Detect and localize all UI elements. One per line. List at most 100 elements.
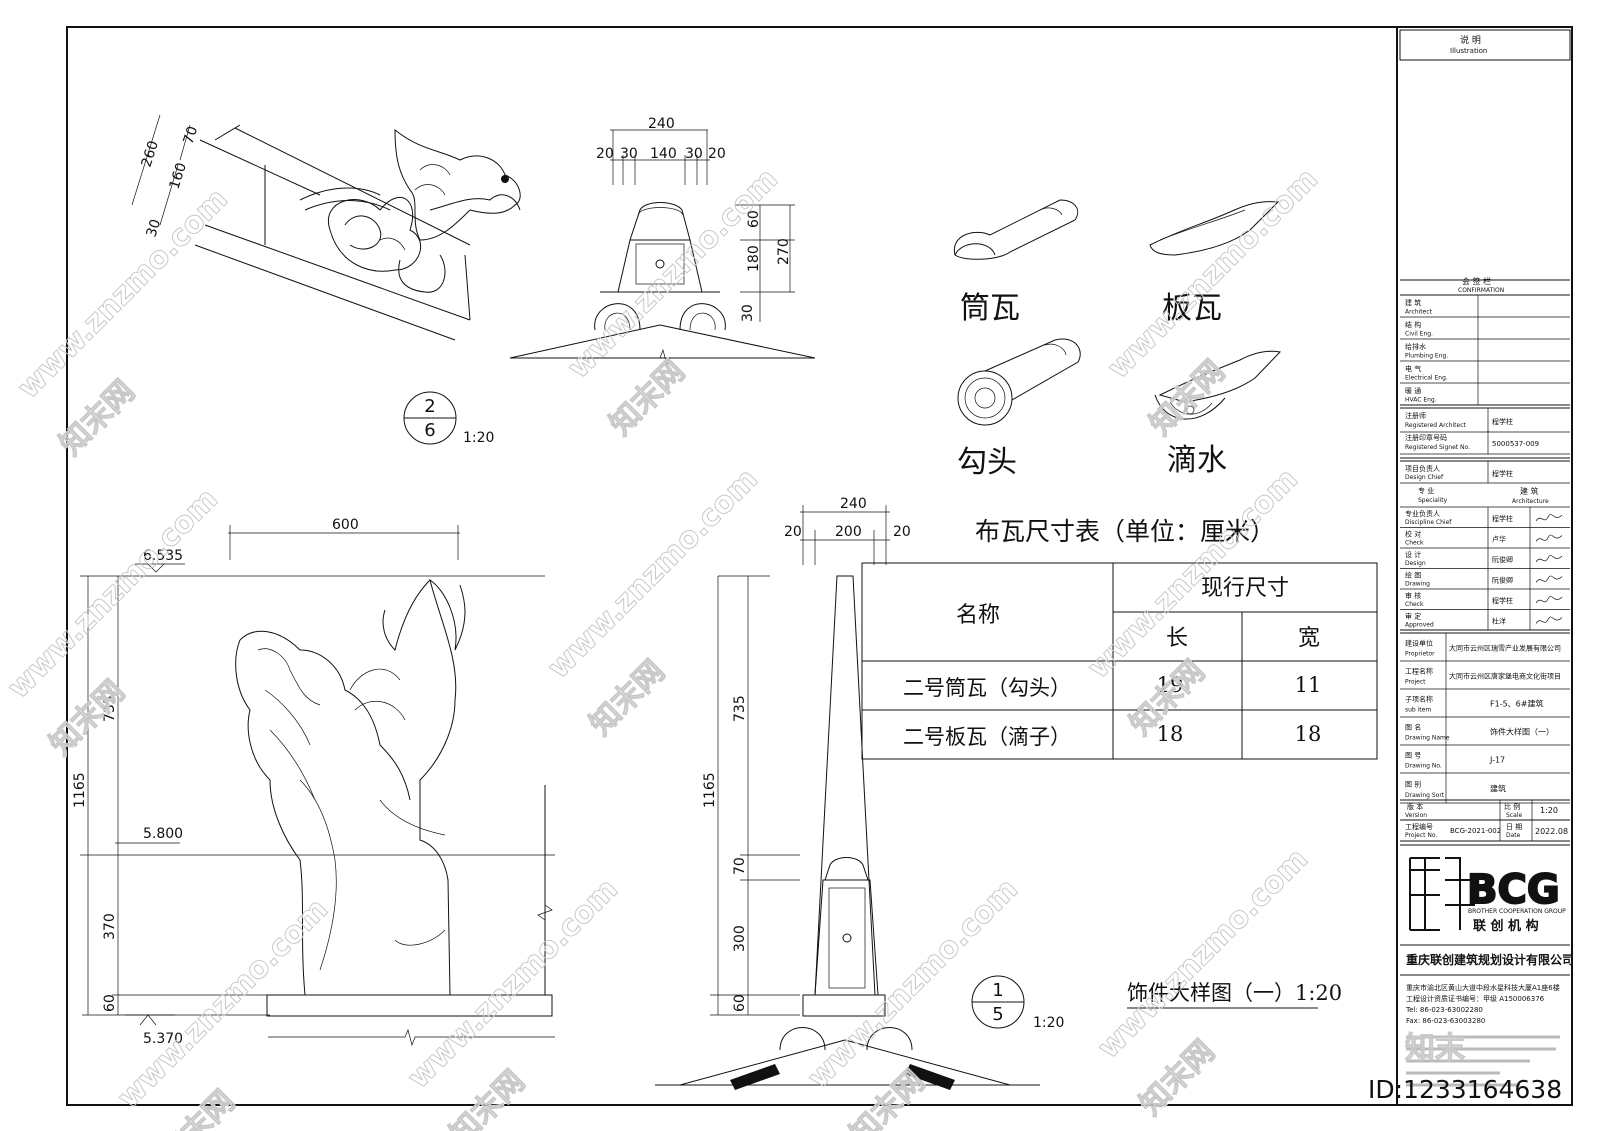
design-chief-cn: 项目负责人 xyxy=(1405,464,1440,473)
dim-top-20b: 20 xyxy=(708,146,726,162)
table-row-1-name: 二号筒瓦（勾头） xyxy=(903,676,1071,700)
person-role-cn: 设 计 xyxy=(1405,550,1421,559)
reg-label-en: Registered Signet No. xyxy=(1405,444,1470,451)
watermark-text: www.znzmo.com xyxy=(401,872,625,1096)
dim-left-1165: 1165 xyxy=(72,772,88,808)
person-name: 阮俊卿 xyxy=(1492,576,1513,585)
dim-dragon-260: 260 xyxy=(139,139,162,169)
dim-side-60: 60 xyxy=(732,994,748,1012)
confirm-row-label-cn: 电 气 xyxy=(1405,364,1421,373)
logo-cn: 联 创 机 构 xyxy=(1473,918,1539,934)
tb-date-cn: 日 期 xyxy=(1506,823,1522,831)
dim-dragon-30: 30 xyxy=(144,217,165,239)
tb-version-cn: 版 本 xyxy=(1407,802,1423,811)
kiss-front-elevation: 600 6.535 5.800 5.370 1165 735 370 60 xyxy=(72,517,555,1047)
watermark-text-cn: 知末网 xyxy=(153,1084,241,1131)
dim-right-60: 60 xyxy=(746,210,762,228)
info-value: 大同市云州区唐家堡电商文化街项目 xyxy=(1449,671,1561,680)
speciality-value-cn: 建 筑 xyxy=(1520,486,1539,496)
reg-label-cn: 注册师 xyxy=(1405,411,1426,420)
dragon-side-view xyxy=(194,124,521,341)
info-label-cn: 工程名称 xyxy=(1405,667,1433,676)
detail-callout-2-6: 2 6 1:20 xyxy=(403,391,494,446)
person-role-en: Discipline Chief xyxy=(1405,519,1452,526)
dim-left-735: 735 xyxy=(102,695,118,722)
callout-sheet: 6 xyxy=(424,420,435,441)
confirm-row-label-en: Architect xyxy=(1405,309,1433,316)
info-label-cn: 图 号 xyxy=(1405,752,1421,760)
dim-side-20b: 20 xyxy=(893,524,911,540)
dim-right-30: 30 xyxy=(740,304,756,322)
watermark-text: www.znzmo.com xyxy=(541,462,765,686)
label-tongwa: 筒瓦 xyxy=(960,291,1020,326)
tile-banwa-drawing xyxy=(1149,201,1280,256)
detail-callout-1-5: 1 5 1:20 xyxy=(971,975,1064,1031)
info-label-en: Drawing No. xyxy=(1405,762,1442,769)
callout-number: 2 xyxy=(424,396,435,417)
dim-top-140: 140 xyxy=(650,146,677,162)
signature xyxy=(1535,596,1563,604)
watermark-text-cn: 知末网 xyxy=(443,1064,531,1131)
watermark-text: www.znzmo.com xyxy=(1101,162,1325,386)
dim-left-370: 370 xyxy=(102,913,118,940)
info-label-en: Drawing Name xyxy=(1405,734,1450,741)
callout-1-number: 1 xyxy=(992,980,1003,1001)
table-title: 布瓦尺寸表（单位：厘米） xyxy=(975,517,1275,546)
table-header-name: 名称 xyxy=(956,603,1000,628)
person-name: 杜洋 xyxy=(1492,617,1506,626)
ridge-ornament-section: 240 20 30 140 30 20 60 180 270 30 xyxy=(509,116,816,367)
signature xyxy=(1535,555,1563,563)
person-role-cn: 专业负责人 xyxy=(1405,509,1440,518)
tb-version-en: Version xyxy=(1405,812,1427,819)
reg-value: 5000537-009 xyxy=(1492,440,1539,448)
dim-side-70: 70 xyxy=(732,857,748,875)
confirm-row-label-cn: 暖 通 xyxy=(1405,386,1421,395)
speciality-value-en: Architecture xyxy=(1512,498,1549,505)
dim-side-300: 300 xyxy=(732,925,748,952)
info-value: J-17 xyxy=(1489,755,1505,764)
table-header-length: 长 xyxy=(1166,626,1188,651)
confirm-row-label-en: Civil Eng. xyxy=(1405,331,1433,338)
info-label-cn: 建设单位 xyxy=(1405,639,1433,648)
speciality-en: Speciality xyxy=(1418,497,1448,504)
table-row-2-length: 18 xyxy=(1157,722,1184,746)
person-role-cn: 审 定 xyxy=(1405,612,1421,621)
company-address: 重庆市渝北区黄山大道中段水星科技大厦A1座6楼 xyxy=(1406,983,1560,992)
dim-side-20a: 20 xyxy=(784,524,802,540)
table-row-2-name: 二号板瓦（滴子） xyxy=(903,725,1071,749)
tb-date: 2022.08 xyxy=(1535,827,1568,836)
info-value: 大同市云州区瑞雪产业发展有限公司 xyxy=(1449,643,1561,652)
dim-top-30b: 30 xyxy=(685,146,703,162)
tile-dishui-drawing xyxy=(1154,350,1282,420)
info-label-en: Project xyxy=(1405,678,1426,685)
label-goutou: 勾头 xyxy=(957,445,1017,480)
signature xyxy=(1535,534,1563,542)
tile-size-table: 布瓦尺寸表（单位：厘米） 名称 现行尺寸 长 宽 二号筒瓦（勾头） 19 11 … xyxy=(861,517,1378,760)
dim-side-1165: 1165 xyxy=(702,772,718,808)
notes-lines xyxy=(1406,1035,1560,1087)
dim-left-60: 60 xyxy=(102,994,118,1012)
tile-tongwa-drawing xyxy=(953,199,1079,260)
dim-top-30a: 30 xyxy=(620,146,638,162)
person-name: 程学柱 xyxy=(1492,514,1513,523)
person-role-cn: 审 核 xyxy=(1405,591,1421,600)
watermark-text-cn: 知末网 xyxy=(1133,1034,1221,1122)
info-label-cn: 子项名称 xyxy=(1405,695,1433,704)
dim-side-240: 240 xyxy=(840,496,867,512)
dim-right-270: 270 xyxy=(776,238,792,265)
label-dishui: 滴水 xyxy=(1167,443,1227,478)
sheet-border xyxy=(66,26,1573,1106)
table-row-2-width: 18 xyxy=(1295,722,1322,746)
person-role-en: Check xyxy=(1405,601,1424,608)
watermark-text-cn: 知末网 xyxy=(603,354,691,442)
table-header-size: 现行尺寸 xyxy=(1201,576,1289,601)
info-label-en: Proprietor xyxy=(1405,650,1435,657)
dim-right-180: 180 xyxy=(746,245,762,272)
watermark-text-cn: 知末网 xyxy=(583,654,671,742)
tb-confirm-en: CONFIRMATION xyxy=(1458,287,1504,294)
person-role-en: Drawing xyxy=(1405,581,1430,588)
table-row-1-width: 11 xyxy=(1295,673,1322,697)
speciality-cn: 专 业 xyxy=(1418,486,1434,495)
watermark-text: www.znzmo.com xyxy=(1081,462,1305,686)
